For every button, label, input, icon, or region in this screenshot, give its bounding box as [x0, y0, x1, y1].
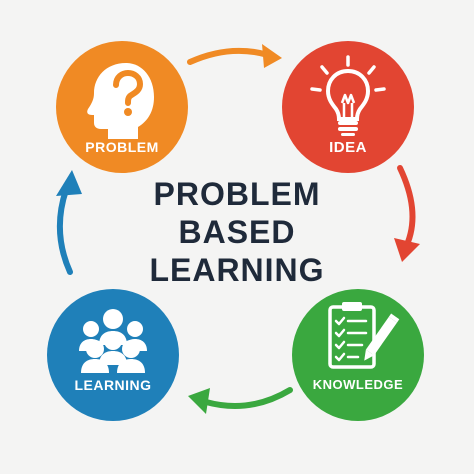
node-problem-label: PROBLEM: [85, 139, 159, 155]
arrow-idea-to-knowledge: [394, 165, 420, 262]
arrow-knowledge-to-learning: [188, 387, 293, 414]
node-learning-label: LEARNING: [74, 377, 152, 393]
center-title-line-2: BASED: [178, 214, 296, 250]
lightbulb-icon: [282, 41, 414, 173]
node-learning: LEARNING: [47, 289, 179, 421]
center-title: PROBLEM BASED LEARNING: [117, 175, 357, 289]
arrow-problem-to-idea: [187, 44, 282, 68]
head-question-icon: [56, 41, 188, 173]
node-idea: IDEA: [282, 41, 414, 173]
node-knowledge-label: KNOWLEDGE: [312, 377, 404, 392]
clipboard-pencil-icon: [292, 289, 424, 421]
center-title-line-1: PROBLEM: [153, 176, 321, 212]
people-group-icon: [47, 289, 179, 421]
node-knowledge: KNOWLEDGE: [292, 289, 424, 421]
node-idea-label: IDEA: [329, 139, 367, 156]
arrow-learning-to-problem: [56, 170, 82, 275]
center-title-line-3: LEARNING: [149, 252, 325, 288]
node-problem: PROBLEM: [56, 41, 188, 173]
